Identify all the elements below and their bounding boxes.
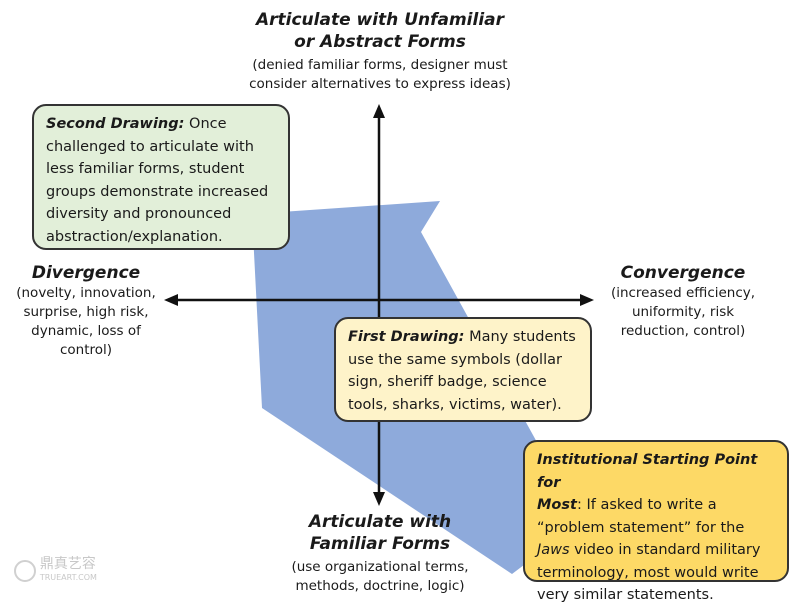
right-axis-label: Convergence (increased efficiency, unifo…: [600, 262, 766, 341]
institutional-line: terminology, most would write: [537, 564, 759, 581]
top-axis-label: Articulate with Unfamiliar or Abstract F…: [200, 9, 560, 94]
top-sub-line2: consider alternatives to express ideas): [249, 76, 511, 92]
watermark: 鼎真艺容 TRUEART.COM: [14, 556, 97, 584]
first-drawing-box: First Drawing: Many students use the sam…: [334, 317, 592, 422]
bottom-title-line2: Familiar Forms: [309, 534, 451, 554]
second-drawing-heading: Second Drawing:: [46, 116, 185, 132]
institutional-heading: Institutional Starting Point for: [537, 452, 758, 491]
second-drawing-line: Second Drawing: Once: [46, 116, 227, 132]
right-sub-line: (increased efficiency,: [610, 285, 756, 301]
bottom-sub-line2: methods, doctrine, logic): [295, 578, 465, 594]
left-axis-label: Divergence (novelty, innovation, surpris…: [4, 262, 168, 360]
left-sub-line: control): [59, 342, 113, 358]
second-drawing-line: diversity and pronounced: [46, 206, 232, 222]
first-drawing-line: tools, sharks, victims, water).: [348, 396, 562, 413]
institutional-line: Institutional Starting Point for: [537, 449, 775, 494]
top-sub-line1: (denied familiar forms, designer must: [252, 57, 508, 73]
first-drawing-line: sign, sheriff badge, science: [348, 374, 547, 390]
watermark-logo-icon: [14, 560, 36, 582]
institutional-line: Jaws video in standard military: [537, 542, 761, 558]
right-sub-line: uniformity, risk: [631, 304, 735, 320]
left-sub-line: dynamic, loss of: [31, 323, 141, 339]
second-drawing-line: challenged to articulate with: [46, 138, 254, 155]
institutional-line: “problem statement” for the: [537, 519, 745, 536]
institutional-line: very similar statements.: [537, 587, 714, 603]
bottom-sub-line1: (use organizational terms,: [291, 559, 469, 575]
bottom-axis-label: Articulate with Familiar Forms (use orga…: [260, 511, 500, 596]
vertical-axis-arrowhead-up: [373, 104, 385, 118]
horizontal-axis-arrowhead-left: [164, 294, 178, 306]
institutional-starting-point-box: Institutional Starting Point for Most: I…: [523, 440, 789, 603]
second-drawing-line: abstraction/explanation.: [46, 228, 223, 245]
left-title: Divergence: [31, 263, 141, 283]
left-sub-line: (novelty, innovation,: [16, 285, 156, 301]
first-drawing-line: use the same symbols (dollar: [348, 351, 562, 368]
watermark-subtext: TRUEART.COM: [39, 573, 97, 582]
right-sub-line: reduction, control): [620, 323, 746, 339]
right-title: Convergence: [620, 263, 746, 283]
watermark-text: 鼎真艺容: [39, 556, 96, 572]
left-sub-line: surprise, high risk,: [23, 304, 149, 320]
first-drawing-line: First Drawing: Many students: [348, 329, 576, 345]
institutional-line: Most: If asked to write a: [537, 497, 717, 513]
top-title-line2: or Abstract Forms: [294, 32, 466, 52]
bottom-title-line1: Articulate with: [308, 512, 452, 532]
top-title-line1: Articulate with Unfamiliar: [255, 10, 505, 30]
vertical-axis-arrowhead-down: [373, 492, 385, 506]
first-drawing-heading: First Drawing:: [348, 329, 465, 345]
second-drawing-box: Second Drawing: Once challenged to artic…: [32, 104, 290, 250]
second-drawing-line: less familiar forms, student: [46, 161, 245, 177]
second-drawing-line: groups demonstrate increased: [46, 183, 269, 200]
horizontal-axis-arrowhead-right: [580, 294, 594, 306]
